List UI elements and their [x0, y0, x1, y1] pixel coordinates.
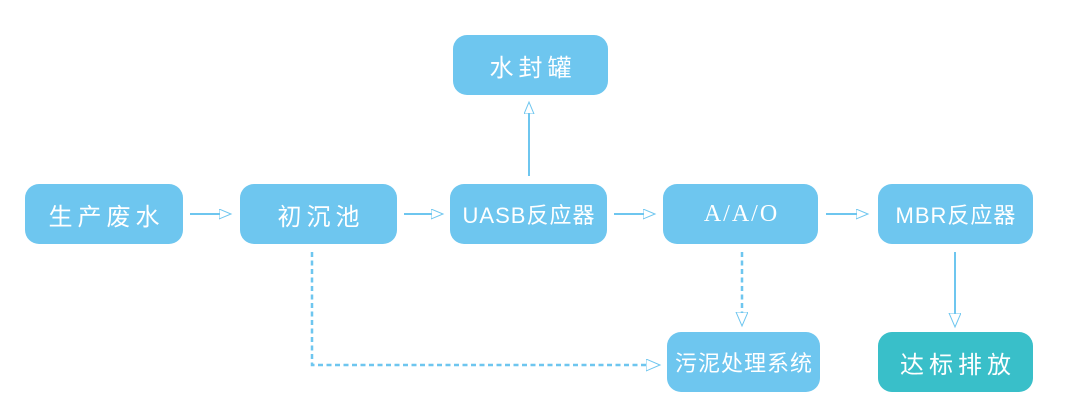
node-aao-process: A/A/O — [663, 184, 818, 244]
node-production-wastewater: 生产废水 — [25, 184, 183, 244]
node-primary-sedimentation-tank: 初沉池 — [240, 184, 397, 244]
node-mbr-reactor: MBR反应器 — [878, 184, 1033, 244]
node-compliant-discharge: 达标排放 — [878, 332, 1033, 392]
node-water-seal-tank: 水封罐 — [453, 35, 608, 95]
node-uasb-reactor: UASB反应器 — [450, 184, 607, 244]
node-sludge-treatment-system: 污泥处理系统 — [667, 332, 820, 392]
edge-primary-to-sludge — [310, 252, 647, 365]
